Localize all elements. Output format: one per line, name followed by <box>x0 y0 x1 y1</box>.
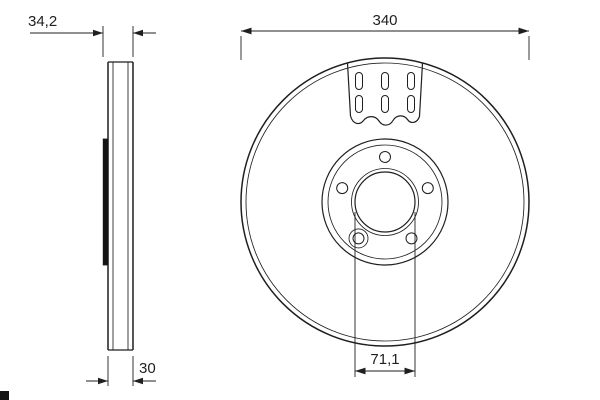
bolt-hole <box>352 232 365 245</box>
dimension-overall-width: 34,2 <box>28 13 156 57</box>
bracket-slot <box>381 72 389 90</box>
hub-section-fill <box>102 139 109 265</box>
bolt-hole <box>405 232 418 245</box>
dim-label-outer-diameter: 340 <box>372 12 397 29</box>
front-view <box>240 57 530 347</box>
arrowhead <box>404 367 415 375</box>
dim-label-center-bore: 71,1 <box>370 351 399 368</box>
arrowhead <box>355 367 366 375</box>
arrowhead <box>518 27 529 35</box>
bracket-slot <box>407 72 415 90</box>
outer-diameter-circle <box>240 57 530 347</box>
bracket-slot <box>355 95 363 113</box>
dim-label-thickness: 30 <box>139 360 156 377</box>
bolt-hole <box>421 182 434 195</box>
outer-chamfer-circle <box>245 62 525 342</box>
bracket-slot <box>381 95 389 113</box>
dim-label-overall-width: 34,2 <box>28 13 57 30</box>
side-view <box>102 61 134 351</box>
arrowhead <box>133 377 143 385</box>
dimension-center-bore: 71,1 <box>354 212 416 377</box>
center-bore-circle <box>354 171 416 233</box>
bolt-hole-counterbore <box>348 228 369 249</box>
arrowhead <box>98 377 108 385</box>
dimension-thickness: 30 <box>86 356 156 386</box>
corner-mark <box>0 391 9 400</box>
bore-chamfer-circle <box>351 168 419 236</box>
arrowhead <box>93 29 103 37</box>
arrowhead <box>133 29 143 37</box>
bracket-slot <box>355 72 363 90</box>
hub-outer-circle <box>321 138 449 266</box>
top-bracket-outline <box>346 62 424 126</box>
bolt-hole <box>379 151 391 163</box>
bracket-slot <box>407 95 415 113</box>
arrowhead <box>241 27 252 35</box>
hub-inner-circle <box>327 144 443 260</box>
bolt-hole <box>336 182 349 195</box>
dimension-outer-diameter: 340 <box>240 12 530 60</box>
